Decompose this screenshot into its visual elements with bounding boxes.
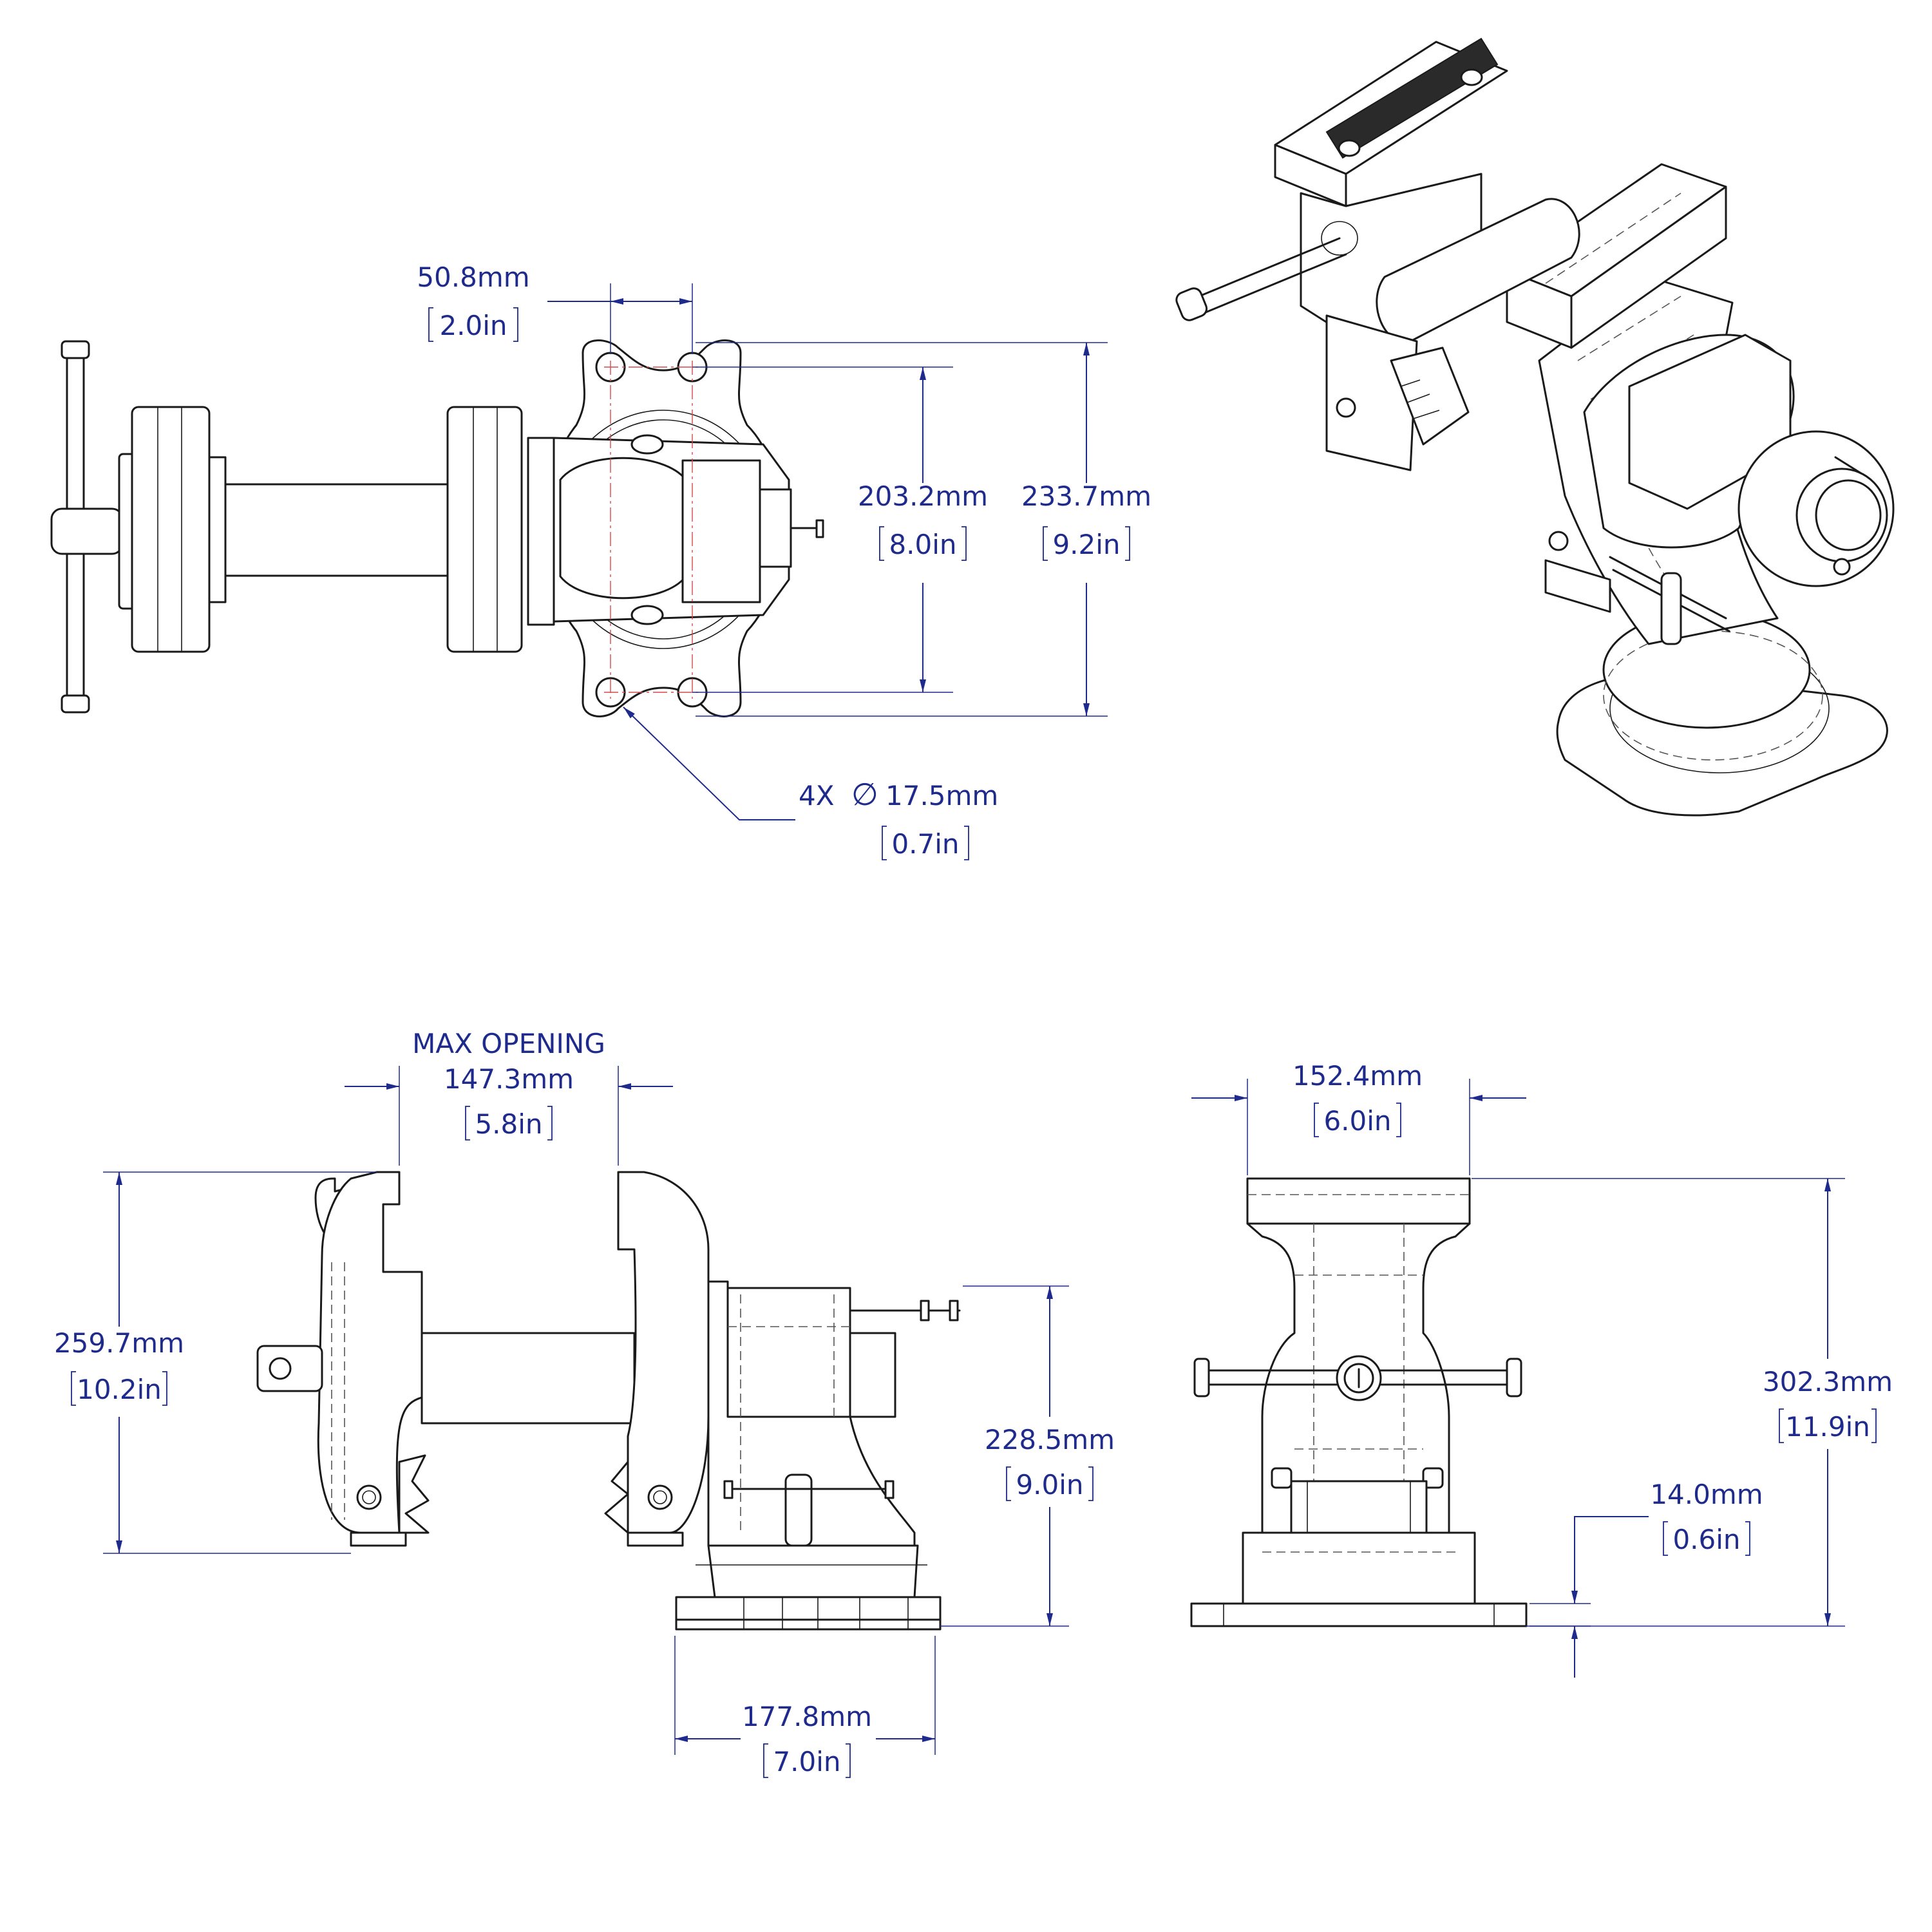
bolt-spacing-in: 2.0in [439, 310, 507, 341]
base-thickness-mm: 14.0mm [1650, 1479, 1763, 1510]
bolt-spacing-mm: 50.8mm [417, 261, 529, 293]
diameter-symbol: ∅ [851, 777, 878, 813]
hole-leader [623, 706, 795, 820]
max-opening-in: 5.8in [475, 1108, 542, 1140]
jaw-height-mm: 259.7mm [54, 1327, 184, 1359]
base-width-in: 7.0in [773, 1746, 840, 1777]
jaw-height-dimension [103, 1171, 377, 1554]
bolt-spacing-dimension [547, 283, 693, 354]
body-height-mm: 228.5mm [985, 1424, 1115, 1455]
body-height-in: 9.0in [1016, 1469, 1083, 1501]
overall-height-mm: 302.3mm [1763, 1366, 1893, 1397]
bolt-length-dimension [692, 366, 953, 693]
overall-height-in: 11.9in [1785, 1411, 1870, 1443]
base-length-mm: 233.7mm [1021, 480, 1151, 512]
body-height-dimension [940, 1285, 1069, 1627]
base-length-in: 9.2in [1052, 529, 1120, 560]
vise-front-view-icon [1190, 1177, 1528, 1627]
vise-isometric-view-icon [1175, 37, 1895, 817]
jaw-height-in: 10.2in [77, 1374, 162, 1405]
bolt-length-in: 8.0in [889, 529, 956, 560]
max-opening-dimension [345, 1066, 673, 1166]
hole-count: 4X [799, 780, 835, 811]
jaw-width-in: 6.0in [1323, 1105, 1391, 1137]
base-length-dimension [696, 342, 1108, 717]
hole-dia-in: 0.7in [891, 828, 959, 860]
max-opening-label: MAX OPENING [412, 1028, 605, 1059]
base-width-mm: 177.8mm [742, 1701, 872, 1732]
base-thickness-dimension [1530, 1516, 1649, 1678]
overall-height-dimension [1472, 1178, 1845, 1627]
hole-dia-mm: 17.5mm [886, 780, 998, 811]
max-opening-mm: 147.3mm [444, 1063, 574, 1095]
vise-top-view-icon [50, 339, 824, 717]
jaw-width-mm: 152.4mm [1293, 1060, 1423, 1092]
bolt-length-mm: 203.2mm [858, 480, 988, 512]
jaw-width-dimension [1191, 1079, 1526, 1175]
vise-side-view-icon [256, 1171, 961, 1631]
base-thickness-in: 0.6in [1672, 1524, 1740, 1555]
base-width-dimension [674, 1636, 936, 1755]
